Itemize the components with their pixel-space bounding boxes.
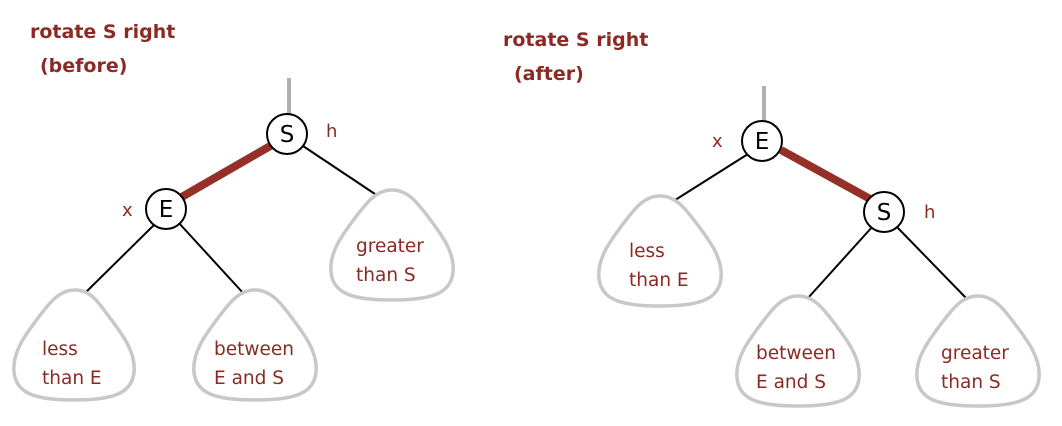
after-red-link [779,146,874,204]
subtree-label-line2: than S [941,372,1001,393]
subtree-label-line1: less [629,241,665,262]
after-node-s: S [863,191,905,233]
subtree-label-line1: less [42,339,78,360]
before-red-link [178,141,274,202]
node-key: E [755,129,770,155]
before-title: rotate S right [30,21,175,43]
before-link-s-right [302,145,376,195]
after-pointer-h: h [924,202,935,223]
subtree-label-line2: than E [42,368,102,389]
after-node-e: E [741,120,783,162]
before-subtree-greater-than-s: greater than S [329,188,455,302]
subtree-shape [597,194,723,308]
subtree-label-line2: E and S [756,372,826,393]
after-subtree-less-than-e: less than E [597,194,723,308]
after-link-s-right [895,225,967,299]
subtree-shape [12,288,136,402]
node-circle [266,113,308,155]
node-key: S [877,200,892,226]
node-key: S [280,122,295,148]
before-subtree-between-e-and-s: between E and S [192,288,318,402]
subtree-shape [192,288,318,402]
before-node-e: E [145,188,187,230]
after-subtitle: (after) [514,63,584,85]
subtree-label-line1: greater [941,343,1009,364]
before-link-e-right [177,221,245,295]
before-pointer-x: x [122,200,133,221]
before-subtree-less-than-e: less than E [12,288,136,402]
subtree-label-line1: greater [356,236,424,257]
node-circle [145,188,187,230]
before-link-e-left [81,223,156,297]
after-pointer-x: x [712,131,723,152]
after-subtree-greater-than-s: greater than S [915,294,1041,408]
subtree-shape [915,294,1041,408]
after-link-e-left [671,153,749,203]
after-title: rotate S right [503,29,648,51]
subtree-label-line2: than E [629,270,689,291]
after-link-s-left [807,225,874,299]
node-circle [863,191,905,233]
subtree-shape [735,294,861,408]
subtree-label-line1: between [214,339,294,360]
before-panel: rotate S right (before) less than E betw… [12,21,455,402]
before-subtitle: (before) [40,55,127,77]
subtree-shape [329,188,455,302]
subtree-label-line1: between [756,343,836,364]
before-node-s: S [266,113,308,155]
subtree-label-line2: E and S [214,368,284,389]
subtree-label-line2: than S [356,265,416,286]
node-circle [741,120,783,162]
after-subtree-between-e-and-s: between E and S [735,294,861,408]
before-pointer-h: h [326,121,337,142]
node-key: E [159,197,174,223]
after-panel: rotate S right (after) less than E betwe… [503,29,1041,408]
